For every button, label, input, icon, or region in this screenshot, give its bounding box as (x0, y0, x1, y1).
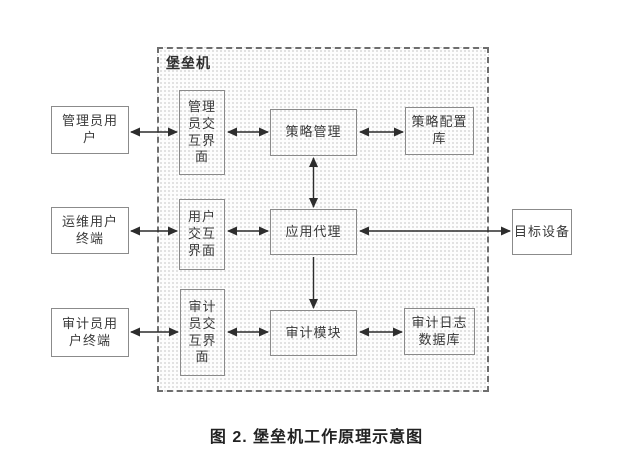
node-target-device: 目标设备 (512, 209, 572, 255)
node-admin-user: 管理员用 户 (51, 106, 129, 154)
node-auditor-user-terminal: 审计员用 户终端 (51, 308, 129, 357)
bastion-zone-label: 堡垒机 (166, 55, 211, 71)
node-admin-interface: 管理 员交 互界 面 (179, 90, 225, 175)
node-policy-config-db: 策略配置 库 (405, 107, 474, 155)
node-application-proxy: 应用代理 (270, 209, 357, 255)
node-auditor-interface: 审计 员交 互界 面 (180, 289, 225, 376)
node-ops-user-terminal: 运维用户 终端 (51, 207, 129, 254)
figure-caption: 图 2. 堡垒机工作原理示意图 (209, 429, 424, 446)
node-audit-module: 审计模块 (270, 310, 357, 356)
node-policy-management: 策略管理 (270, 109, 357, 156)
bastion-zone-boundary (157, 47, 489, 392)
node-audit-log-db: 审计日志 数据库 (404, 308, 475, 355)
node-user-interface: 用户 交互 界面 (179, 199, 225, 270)
